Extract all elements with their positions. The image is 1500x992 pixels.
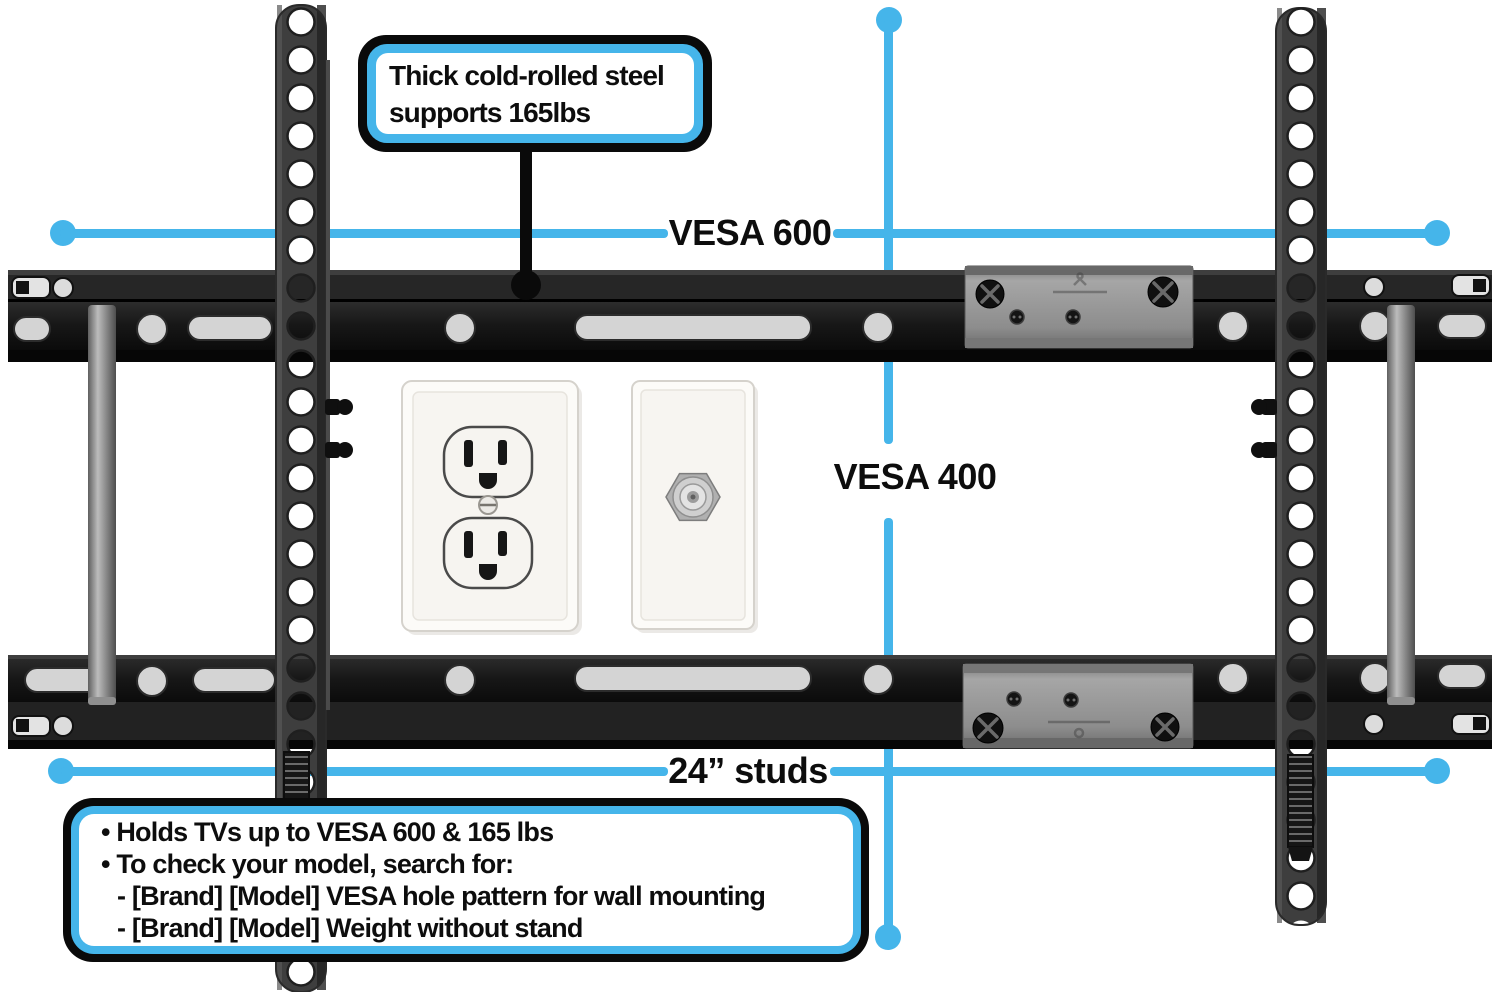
specs-callout-body: • Holds TVs up to VESA 600 & 165 lbs • T…	[79, 814, 853, 946]
callout-pointer-dot	[511, 270, 541, 300]
bottom-rail	[8, 655, 1492, 749]
vesa600-label: VESA 600	[668, 212, 832, 253]
right-ratchet-strip	[1287, 754, 1314, 861]
vesa600-dimension-line-left	[60, 229, 668, 238]
specs-line-3: - [Brand] [Model] VESA hole pattern for …	[117, 881, 766, 911]
top-clamp-plate	[964, 265, 1194, 349]
studs-dimension-line-right	[830, 767, 1429, 776]
studs-dimension-line-left	[61, 767, 668, 776]
vesa600-right-endpoint-dot	[1424, 220, 1450, 246]
brand-emboss	[1048, 720, 1110, 739]
left-upright-edge	[326, 60, 330, 710]
steel-callout-line2: supports 165lbs	[389, 96, 591, 128]
clamp-rivets	[1006, 691, 1079, 708]
specs-line-1: • Holds TVs up to VESA 600 & 165 lbs	[101, 817, 554, 847]
outlet-wall-plate	[401, 380, 582, 635]
steel-callout-body: Thick cold-rolled steel supports 165lbs	[376, 53, 694, 134]
coax-connector	[665, 472, 721, 522]
vesa400-label: VESA 400	[833, 456, 997, 497]
steel-callout-line1: Thick cold-rolled steel	[389, 59, 665, 91]
studs-label: 24” studs	[668, 750, 828, 791]
left-spacer-rod	[88, 305, 116, 705]
right-tilt-knobs	[1251, 399, 1277, 458]
coax-wall-plate	[631, 380, 758, 633]
bottom-clamp-plate	[962, 663, 1194, 749]
specs-callout-box: • Holds TVs up to VESA 600 & 165 lbs • T…	[63, 798, 869, 962]
callout-pointer-line	[520, 145, 532, 285]
left-ratchet-strip	[283, 751, 310, 801]
left-tilt-knobs	[325, 399, 353, 458]
clamp-rivets	[1009, 309, 1081, 325]
steel-callout-blue-border: Thick cold-rolled steel supports 165lbs	[367, 44, 703, 143]
outlet-center-screw	[478, 495, 498, 515]
clamp-screw-icon	[972, 712, 1180, 744]
brand-emboss	[1053, 272, 1107, 294]
top-rail-mounting-slots	[13, 310, 1487, 345]
top-rail	[8, 270, 1492, 362]
specs-callout-blue-border: • Holds TVs up to VESA 600 & 165 lbs • T…	[71, 806, 861, 954]
vesa600-dimension-line-right	[833, 229, 1429, 238]
vesa400-bottom-endpoint-dot	[875, 924, 901, 950]
clamp-screw-icon	[975, 276, 1179, 309]
right-spacer-rod	[1387, 305, 1415, 705]
outlet-receptacle-top	[442, 425, 534, 499]
outlet-receptacle-bottom	[442, 516, 534, 590]
studs-right-endpoint-dot	[1424, 758, 1450, 784]
steel-callout-bubble: Thick cold-rolled steel supports 165lbs	[358, 35, 712, 152]
specs-line-4: - [Brand] [Model] Weight without stand	[117, 913, 583, 943]
specs-line-2: • To check your model, search for:	[101, 849, 514, 879]
vesa400-dimension-line-upper	[884, 20, 893, 444]
